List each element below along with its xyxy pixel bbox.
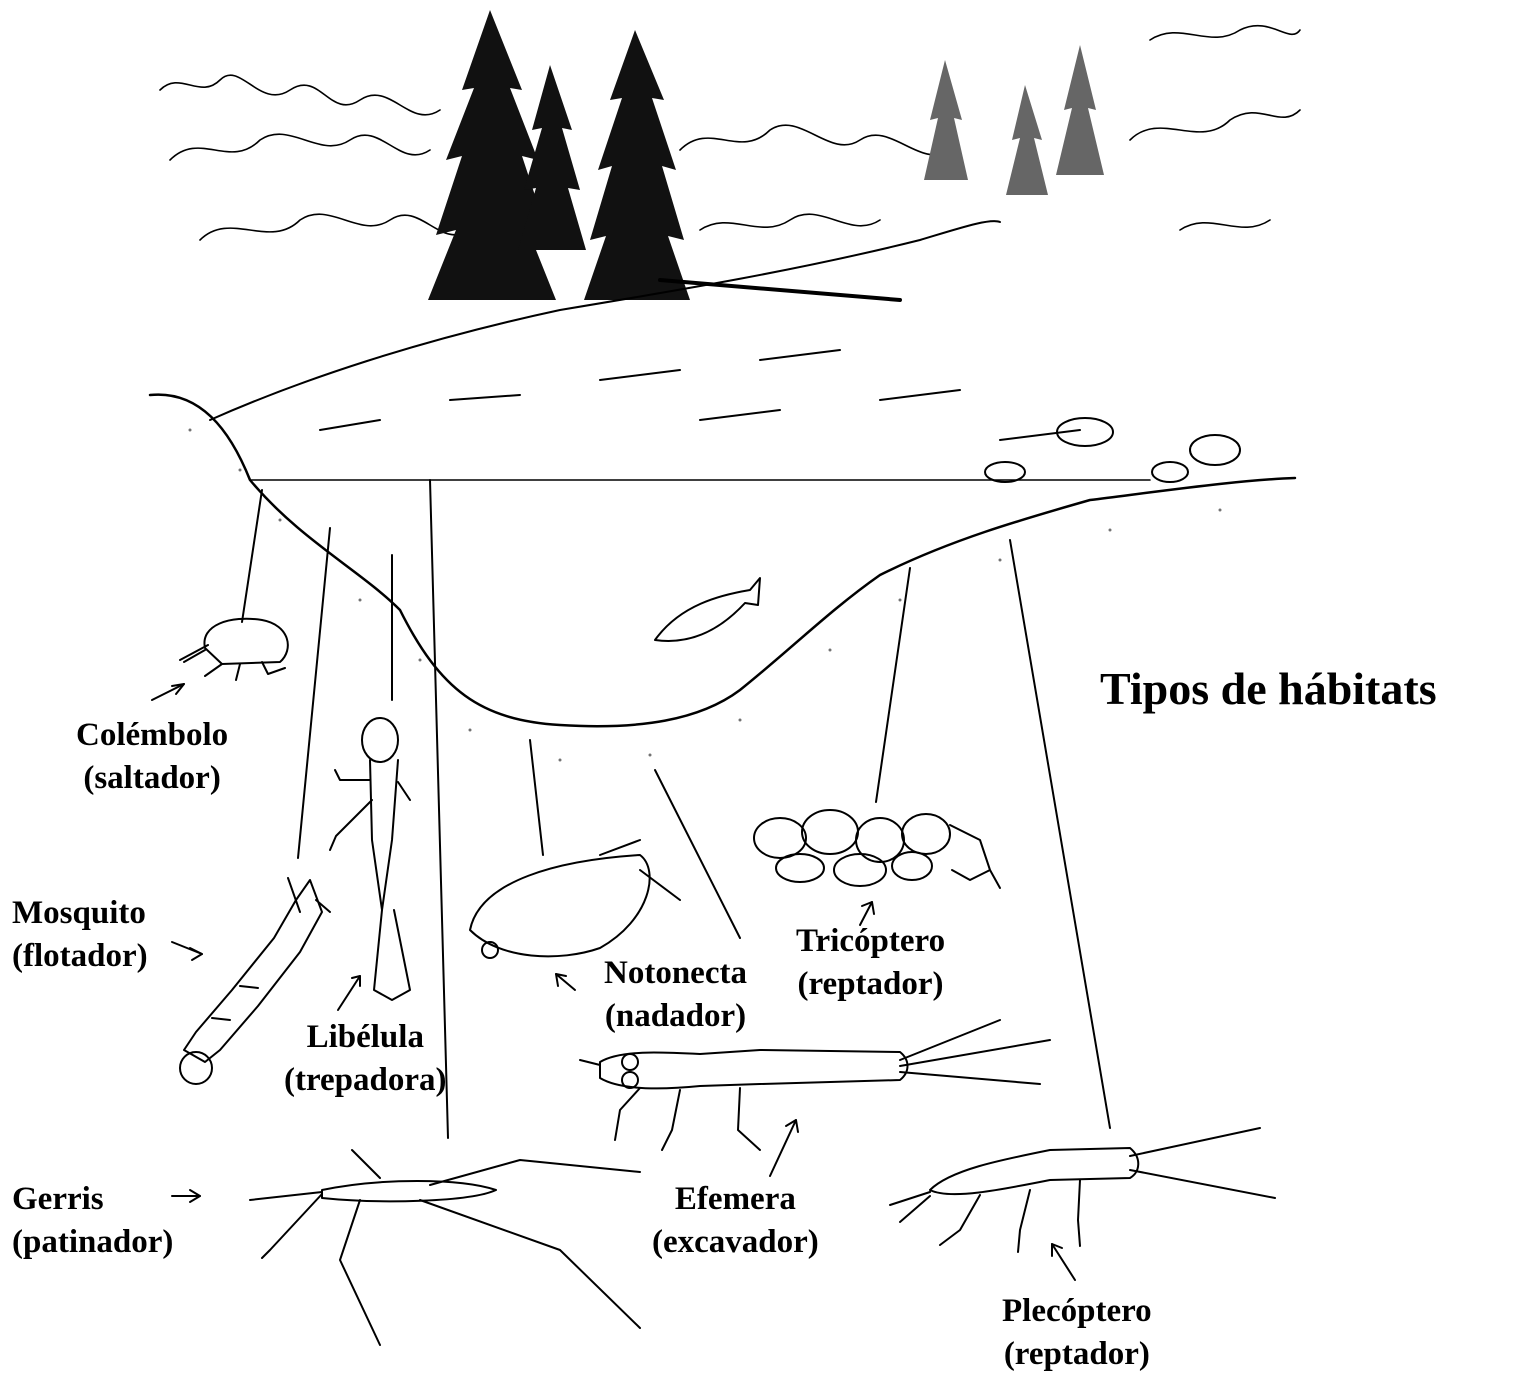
habitat-type: (excavador) [652,1221,819,1264]
sediment-stipple [189,429,1222,762]
forest-background [160,26,1300,240]
habitat-type: (saltador) [76,757,228,800]
habitat-type: (patinador) [12,1221,173,1264]
label-mosquito: Mosquito (flotador) [12,892,148,978]
springtail-drawing [180,619,288,680]
conifer-trees [428,10,1104,300]
trout [655,578,760,641]
river-surface [210,221,1240,482]
organism-name: Libélula [284,1016,447,1059]
organism-name: Mosquito [12,892,148,935]
label-gerris: Gerris (patinador) [12,1178,173,1264]
stonefly-nymph-drawing [890,1128,1275,1252]
label-colembolo: Colémbolo (saltador) [76,714,228,800]
habitat-type: (trepadora) [284,1059,447,1102]
label-tricoptero: Tricóptero (reptador) [796,920,945,1006]
water-strider-drawing [250,1150,640,1345]
organism-name: Colémbolo [76,714,228,757]
label-efemera: Efemera (excavador) [652,1178,819,1264]
label-plecoptero: Plecóptero (reptador) [1002,1290,1152,1376]
organism-name: Efemera [652,1178,819,1221]
habitat-type: (reptador) [1002,1333,1152,1376]
diagram-title: Tipos de hábitats [1100,662,1437,715]
organism-name: Gerris [12,1178,173,1221]
backswimmer-drawing [470,840,680,958]
habitat-type: (reptador) [796,963,945,1006]
caddisfly-case-drawing [754,810,1000,888]
organism-name: Plecóptero [1002,1290,1152,1333]
habitat-type: (flotador) [12,935,148,978]
dragonfly-larva-drawing [330,718,410,1000]
label-libelula: Libélula (trepadora) [284,1016,447,1102]
mayfly-nymph-drawing [580,1020,1050,1150]
habitat-type: (nadador) [604,995,747,1038]
organism-name: Tricóptero [796,920,945,963]
organism-name: Notonecta [604,952,747,995]
label-notonecta: Notonecta (nadador) [604,952,747,1038]
